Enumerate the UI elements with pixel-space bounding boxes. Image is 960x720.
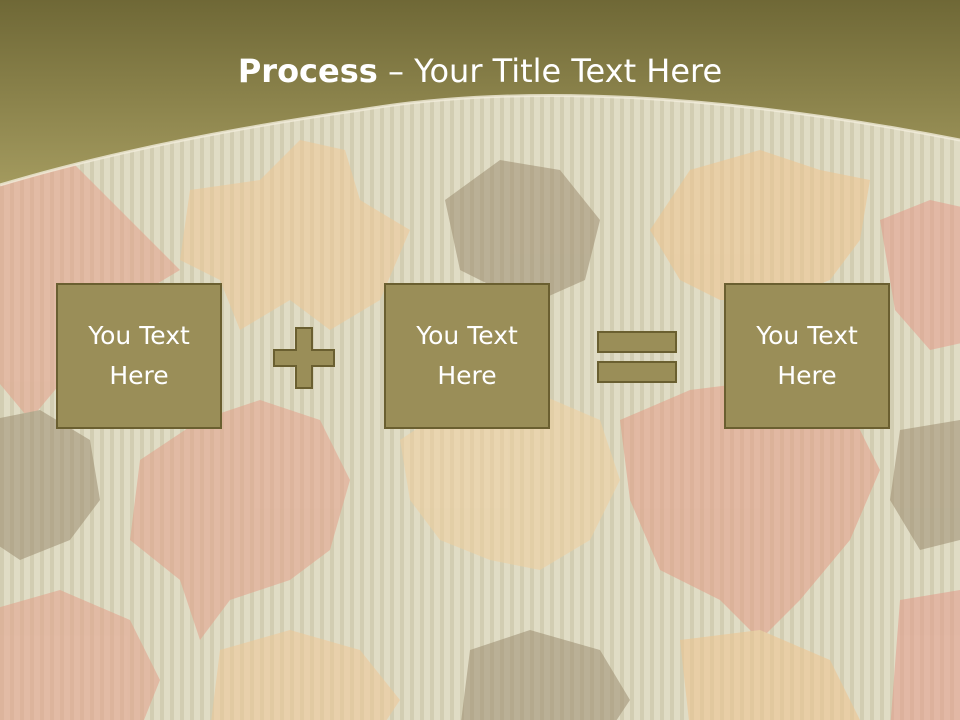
process-box-1[interactable]: You Text Here: [56, 283, 222, 429]
process-box-3-label: You Text Here: [756, 321, 858, 390]
plus-icon[interactable]: [272, 326, 336, 390]
equals-icon[interactable]: [596, 330, 678, 386]
title-separator: –: [377, 52, 415, 90]
header-band: [0, 0, 960, 185]
process-box-1-label: You Text Here: [88, 321, 190, 390]
title-text: Your Title Text Here: [414, 52, 723, 90]
process-box-2[interactable]: You Text Here: [384, 283, 550, 429]
slide-title[interactable]: Process – Your Title Text Here: [0, 52, 960, 90]
title-bold: Process: [237, 52, 378, 90]
leaves-decoration: [0, 140, 960, 720]
process-box-2-label: You Text Here: [416, 321, 518, 390]
process-box-3[interactable]: You Text Here: [724, 283, 890, 429]
